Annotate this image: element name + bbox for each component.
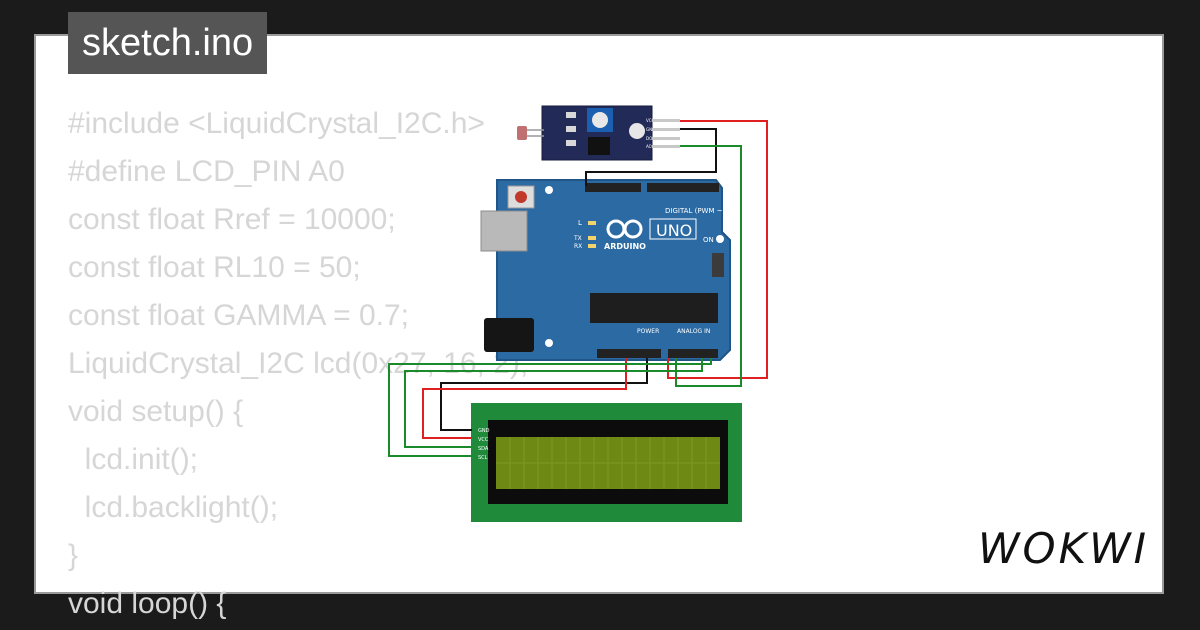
wire-red[interactable] bbox=[422, 358, 627, 439]
usb-port bbox=[480, 210, 528, 252]
lcd-1602-display[interactable]: GND VCC SDA SCL bbox=[471, 403, 742, 522]
mount-hole bbox=[545, 186, 553, 194]
code-line: const float Rref = 10000; bbox=[68, 203, 396, 236]
led-l bbox=[588, 221, 596, 225]
reset-button[interactable] bbox=[515, 191, 527, 203]
analog-header bbox=[668, 349, 718, 358]
model-label: UNO bbox=[656, 221, 692, 240]
led-rx bbox=[588, 244, 596, 248]
code-line: lcd.init(); bbox=[68, 443, 199, 476]
arduino-uno-board[interactable]: DIGITAL (PWM ~) ARDUINO UNO ON L TX RX P… bbox=[480, 179, 731, 361]
wire-black[interactable] bbox=[440, 358, 648, 431]
led-tx-label: TX bbox=[573, 235, 582, 242]
digital-header-right bbox=[647, 183, 719, 192]
wire-green[interactable] bbox=[404, 358, 703, 448]
smd-resistor bbox=[566, 112, 576, 118]
code-line: lcd.backlight(); bbox=[68, 491, 279, 524]
power-header bbox=[597, 349, 661, 358]
wire-black[interactable] bbox=[585, 128, 717, 186]
analog-label: ANALOG IN bbox=[677, 328, 710, 335]
comparator-chip bbox=[588, 137, 610, 155]
wokwi-logo: WOKWI bbox=[978, 524, 1150, 573]
digital-header-left bbox=[585, 183, 641, 192]
wire-green[interactable] bbox=[388, 358, 712, 457]
photoresistor-sensor-module[interactable]: VCC GND DO AO bbox=[517, 105, 680, 161]
led-l-label: L bbox=[578, 219, 582, 227]
icsp-header bbox=[712, 253, 724, 277]
code-line: #define LCD_PIN A0 bbox=[68, 155, 345, 188]
code-line: void setup() { bbox=[68, 395, 244, 428]
code-line: #include <LiquidCrystal_I2C.h> bbox=[68, 107, 485, 140]
lcd-pin-vcc: VCC bbox=[478, 437, 489, 443]
smd-resistor bbox=[566, 126, 576, 132]
sensor-pin-ao: AO bbox=[646, 144, 652, 149]
arduino-logo-icon bbox=[606, 219, 643, 239]
wires bbox=[388, 120, 768, 457]
trimmer-knob-icon bbox=[592, 112, 608, 128]
file-title: sketch.ino bbox=[68, 12, 268, 74]
sensor-pin bbox=[652, 128, 680, 131]
mount-hole bbox=[716, 235, 724, 243]
code-line: void loop() { bbox=[68, 587, 227, 620]
sensor-pin bbox=[652, 137, 680, 140]
model-box bbox=[649, 218, 697, 240]
sensor-pin-vcc: VCC bbox=[646, 118, 655, 123]
power-jack bbox=[484, 318, 534, 352]
led-tx bbox=[588, 236, 596, 240]
digital-label: DIGITAL (PWM ~) bbox=[665, 207, 726, 215]
sensor-pin-gnd: GND bbox=[646, 127, 655, 132]
smd-resistor bbox=[566, 140, 576, 146]
on-label: ON bbox=[703, 236, 714, 244]
sensor-pin bbox=[652, 145, 680, 148]
lcd-char-grid bbox=[496, 437, 720, 489]
lcd-pin-gnd: GND bbox=[478, 428, 490, 434]
wire-green[interactable] bbox=[675, 145, 742, 387]
sensor-pin bbox=[652, 119, 680, 122]
code-line: const float GAMMA = 0.7; bbox=[68, 299, 409, 332]
lcd-pin-scl: SCL bbox=[478, 455, 488, 461]
brand-label: ARDUINO bbox=[604, 242, 646, 251]
sensor-led bbox=[629, 123, 645, 139]
lcd-pin-sda: SDA bbox=[478, 446, 489, 452]
mount-hole bbox=[545, 339, 553, 347]
led-rx-label: RX bbox=[574, 243, 582, 250]
code-preview: #include <LiquidCrystal_I2C.h> #define LC… bbox=[68, 100, 528, 628]
code-line: } bbox=[68, 539, 79, 572]
code-line: LiquidCrystal_I2C lcd(0x27, 16, 2); bbox=[68, 347, 529, 380]
code-line: const float RL10 = 50; bbox=[68, 251, 361, 284]
sensor-pin-do: DO bbox=[646, 136, 652, 141]
power-label: POWER bbox=[637, 328, 659, 335]
atmega-chip bbox=[590, 293, 718, 323]
ldr-icon bbox=[517, 126, 527, 140]
